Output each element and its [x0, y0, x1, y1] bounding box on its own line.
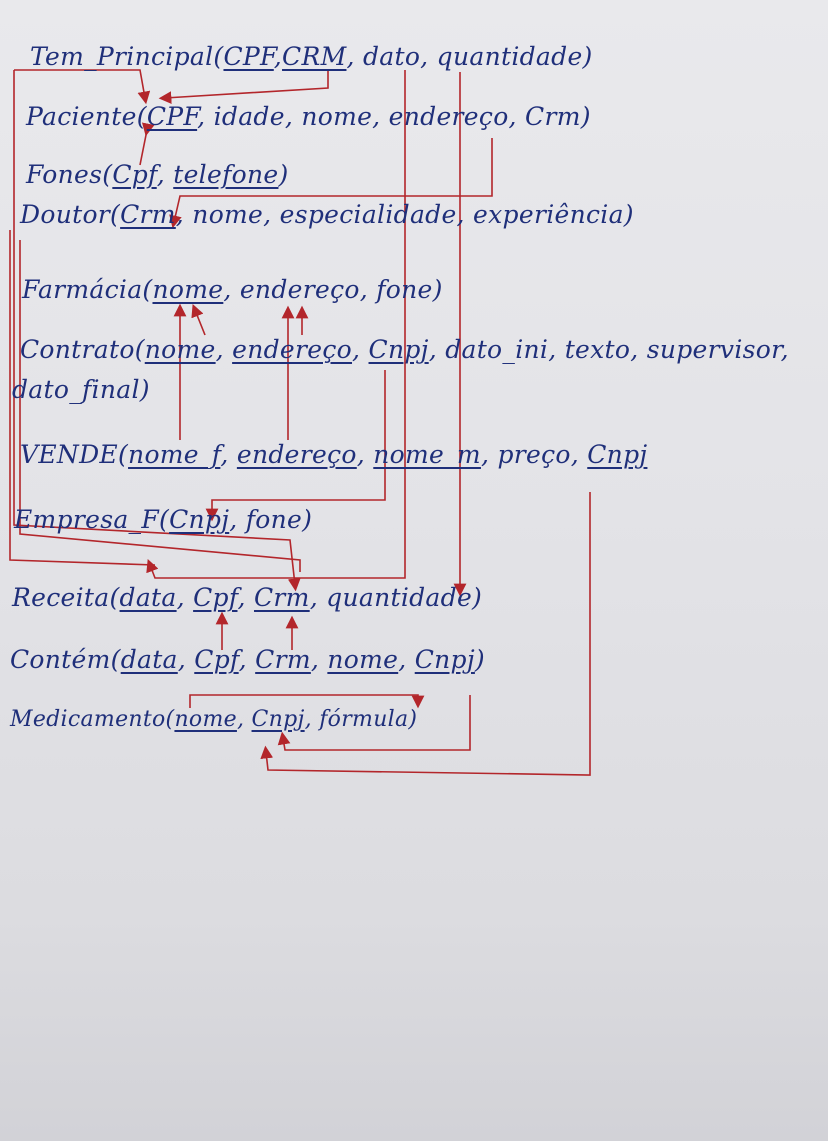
arrow-contem-to-medicamento-2 [277, 695, 471, 751]
relation-name: Medicamento [10, 707, 166, 732]
relation-vende: VENDE(nome_f, endereço, nome_m, preço, C… [20, 440, 647, 469]
sep: , [310, 645, 328, 674]
attr-endereco: endereço [236, 440, 357, 469]
arrow-tem-cpf-to-paciente [14, 69, 151, 105]
paren: ( [134, 335, 145, 364]
paren: ( [159, 505, 170, 534]
relation-doutor: Doutor(Crm, nome, especialidade, experiê… [20, 200, 634, 229]
attr-cnpj: Cnpj [251, 707, 305, 732]
relation-name: VENDE [20, 440, 118, 469]
attr-nome: nome [174, 707, 237, 732]
attr-cnpj: Cnpj [587, 440, 648, 469]
sep: , [398, 645, 415, 674]
sep: , [177, 645, 195, 674]
sep: , [220, 440, 237, 469]
relation-medicamento: Medicamento(nome, Cnpj, fórmula) [10, 707, 417, 732]
attr-rest: , dato, quantidade) [346, 42, 593, 71]
paren: ( [117, 440, 129, 469]
attr-nome-m: nome_m [373, 440, 481, 469]
sep: , [356, 440, 374, 469]
arrow-left-trunk-2 [9, 230, 156, 566]
relation-name: Paciente [26, 102, 137, 131]
arrow-paciente-to-fones [139, 122, 155, 166]
attr-crm: Crm [120, 200, 176, 229]
paren: ( [110, 645, 121, 674]
attr-cnpj: Cnpj [414, 645, 475, 674]
attr-crm: Crm [254, 583, 310, 612]
attr-cnpj: Cnpj [368, 335, 429, 364]
attr-cpf: Cpf [194, 645, 239, 674]
relation-name: Contém [10, 645, 111, 674]
attr-cnpj: Cnpj [169, 505, 230, 534]
arrow-contrato-cnpj-to-empresa [205, 370, 386, 522]
relation-name: Contrato [20, 335, 135, 364]
relation-paciente: Paciente(CPF, idade, nome, endereço, Crm… [26, 102, 591, 131]
paren: ( [142, 275, 153, 304]
arrow-tem-crm [158, 70, 329, 104]
sep: , [156, 160, 174, 189]
attr-rest: , idade, nome, endereço, Crm) [197, 102, 591, 131]
attr-data: data [119, 583, 177, 612]
attr-crm: CRM [282, 42, 347, 71]
paren: ( [136, 102, 147, 131]
attr-cpf: CPF [223, 42, 274, 71]
relation-farmacia: Farmácia(nome, endereço, fone) [22, 275, 443, 304]
attr-dato-final: dato_final) [12, 375, 150, 404]
relation-contem: Contém(data, Cpf, Crm, nome, Cnpj) [10, 645, 485, 674]
attr-rest: , quantidade) [309, 583, 483, 612]
attr-cpf: Cpf [112, 160, 157, 189]
relation-name: Empresa_F [14, 505, 159, 534]
attr-cpf: CPF [146, 102, 198, 131]
sep: , [215, 335, 233, 364]
paren: ) [278, 160, 289, 189]
paren: ( [102, 160, 113, 189]
attr-nome: nome [152, 275, 224, 304]
arrow-contem-to-medicamento-1 [189, 694, 425, 709]
paren: ( [110, 200, 121, 229]
sep: , [237, 583, 254, 612]
attr-rest: , nome, especialidade, experiência) [175, 200, 634, 229]
relation-fones: Fones(Cpf, telefone) [26, 160, 289, 189]
arrow-left-trunk-3 [19, 240, 301, 572]
relation-name: Tem_Principal [30, 42, 214, 71]
paren: ( [165, 707, 175, 732]
attr-rest: , fórmula) [304, 707, 418, 732]
arrow-vende-cnpj-to-medicamento [260, 492, 591, 776]
relation-name: Receita [12, 583, 110, 612]
relation-receita: Receita(data, Cpf, Crm, quantidade) [12, 583, 482, 612]
arrow-tem-dato-to-receita [146, 70, 406, 579]
sep: , [238, 645, 256, 674]
arrow-left-trunk-1 [13, 70, 301, 592]
relation-name: Farmácia [22, 275, 143, 304]
attr-telefone: telefone [173, 160, 279, 189]
sep: , [176, 583, 194, 612]
attr-rest: , endereço, fone) [223, 275, 443, 304]
paren: ( [109, 583, 120, 612]
paren: ( [213, 42, 224, 71]
attr-nome: nome [327, 645, 399, 674]
attr-crm: Crm [255, 645, 311, 674]
attr-rest: , dato_ini, texto, supervisor, [428, 335, 789, 364]
attr-rest: , fone) [229, 505, 313, 534]
relation-tem-principal: Tem_Principal(CPF,CRM, dato, quantidade) [30, 42, 593, 71]
relation-contrato: Contrato(nome, endereço, Cnpj, dato_ini,… [20, 335, 789, 364]
attr-data: data [120, 645, 178, 674]
attr-cpf: Cpf [193, 583, 238, 612]
arrow-paciente-crm-to-doutor [169, 138, 493, 229]
relation-contrato-line2: dato_final) [12, 375, 150, 404]
relation-name: Fones [26, 160, 103, 189]
attr-nome: nome [144, 335, 216, 364]
sep: , [236, 707, 252, 732]
paren: ) [474, 645, 485, 674]
arrow-contrato-nome-to-farmacia [191, 304, 206, 336]
sep: , preço, [480, 440, 588, 469]
relation-name: Doutor [20, 200, 111, 229]
attr-endereco: endereço [232, 335, 353, 364]
sep: , [352, 335, 369, 364]
relation-empresa-f: Empresa_F(Cnpj, fone) [14, 505, 312, 534]
sep: , [273, 42, 283, 71]
attr-nome-f: nome_f [128, 440, 221, 469]
